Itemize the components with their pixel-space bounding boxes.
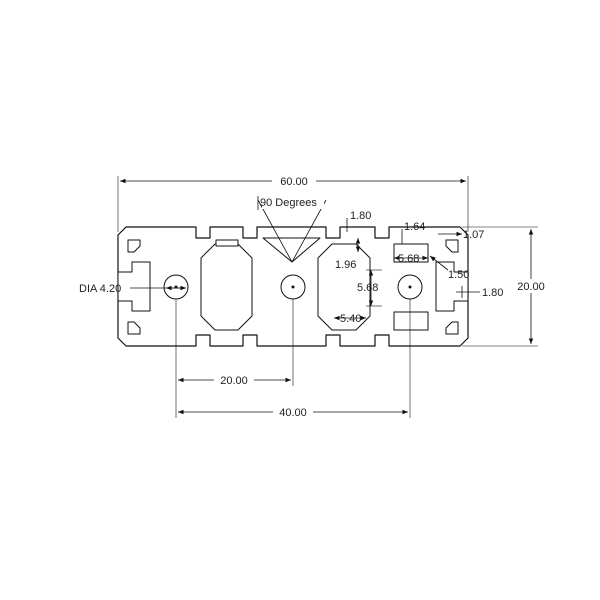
pocket-top-left	[215, 239, 239, 247]
corner-pocket-br	[445, 321, 459, 335]
dim-slot-opening: 1.80	[350, 210, 371, 222]
dim-hole-diameter: DIA 4.20	[79, 283, 121, 295]
cavity-octagon-1	[200, 243, 253, 331]
angle-leader-right	[291, 199, 327, 263]
corner-pocket-bl	[127, 321, 141, 335]
dim-pitch-double: 40.00	[279, 407, 307, 419]
dim-overall-width: 60.00	[280, 176, 308, 188]
dim-overall-height: 20.00	[517, 281, 545, 293]
cavity-octagon-2	[317, 243, 371, 331]
dim-pitch-single: 20.00	[220, 375, 248, 387]
dim-slot-depth: 1.96	[335, 259, 356, 271]
dim-corner-offset: 1.07	[463, 229, 484, 241]
dim-inner-width: 5.68	[398, 253, 419, 265]
angle-leader-left	[257, 199, 293, 263]
pocket-bottom-right	[393, 311, 429, 331]
corner-pocket-tl	[127, 239, 141, 253]
corner-pocket-tr	[445, 239, 459, 253]
dim-bottom-gap: 5.40	[340, 313, 361, 325]
dim-wall-thickness: 1.80	[482, 287, 503, 299]
bore-2-center	[291, 285, 295, 289]
left-end-slot	[117, 261, 151, 312]
dim-chamfer-leader	[429, 255, 449, 271]
right-end-slot	[435, 261, 469, 312]
dim-inner-height: 5.68	[357, 282, 378, 294]
dim-chamfer: 1.50	[448, 269, 469, 281]
dim-slot-lip: 1.64	[404, 221, 425, 233]
dim-angle: 90 Degrees	[260, 197, 317, 209]
v-notch	[262, 237, 321, 263]
bore-3-center	[408, 285, 412, 289]
